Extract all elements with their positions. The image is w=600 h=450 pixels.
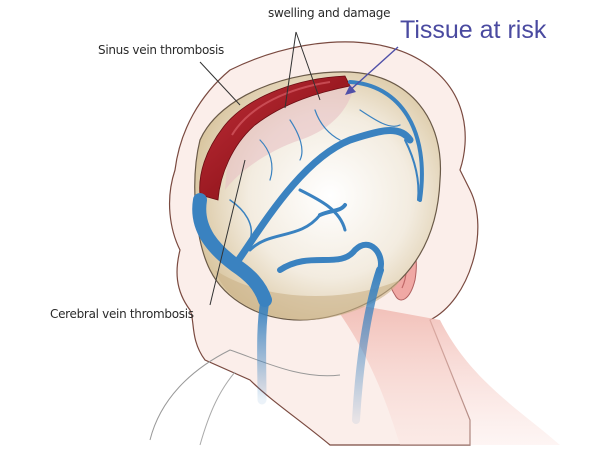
sinus-clot <box>199 75 351 201</box>
swelling-label: swelling and damage <box>268 6 391 20</box>
tissue-risk-arrow-line <box>347 46 399 93</box>
cerebral-vein-thrombosis-label: Cerebral vein thrombosis <box>50 307 194 321</box>
shoulder-outline <box>149 349 341 441</box>
leader-lines <box>199 31 321 306</box>
collar-outline <box>199 371 236 446</box>
neck <box>330 300 560 445</box>
tissue-risk-arrowhead <box>345 85 356 95</box>
sinus-vein-thrombosis-label: Sinus vein thrombosis <box>98 43 224 57</box>
tissue-at-risk-label: Tissue at risk <box>400 16 547 44</box>
veins <box>192 80 424 424</box>
